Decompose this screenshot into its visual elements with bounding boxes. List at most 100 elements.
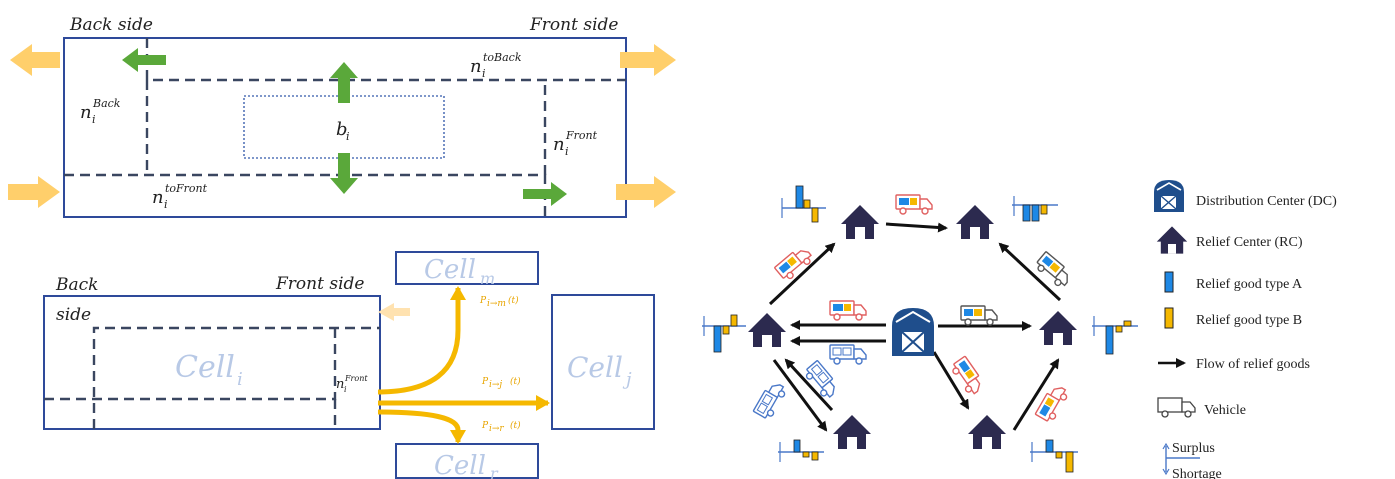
svg-text:Cell: Cell — [175, 350, 235, 385]
svg-text:n: n — [336, 377, 344, 392]
svg-text:i: i — [346, 130, 350, 143]
top-front-side-label: Front side — [529, 15, 618, 35]
top-panel: Back side Front side n i Back n i toBack… — [8, 15, 676, 218]
bottom-front-side-label: Front side — [275, 274, 364, 294]
svg-text:(t): (t) — [510, 420, 521, 431]
stock-chart-bottom-right — [1030, 439, 1078, 473]
stock-chart-top-right — [1012, 196, 1058, 222]
svg-text:P: P — [481, 421, 489, 431]
cell-i-label: Cell i — [175, 350, 243, 390]
n-front-bottom-label: n i Front — [336, 374, 368, 394]
svg-text:j: j — [622, 369, 632, 390]
svg-text:toFront: toFront — [165, 182, 208, 195]
relief-center-icon — [841, 205, 879, 239]
flow-arrow — [784, 358, 834, 412]
vehicle-icon — [773, 243, 815, 283]
n-back-label: n i Back — [80, 97, 121, 126]
flow-arrow — [932, 351, 970, 410]
flow-arrow — [1012, 358, 1060, 431]
stock-chart-bottom-left — [778, 439, 824, 462]
flow-arrow — [768, 242, 836, 306]
svg-text:Cell: Cell — [567, 351, 623, 384]
svg-text:n: n — [553, 134, 565, 155]
stock-chart-right — [1092, 316, 1138, 355]
yellow-arrow-out-front — [616, 176, 676, 208]
svg-text:n: n — [80, 102, 92, 123]
stock-chart-top-left — [781, 185, 826, 223]
flow-arrow — [772, 359, 828, 432]
svg-text:i: i — [164, 198, 168, 211]
vehicle-icon — [895, 194, 933, 215]
vehicle-icon — [960, 305, 998, 326]
bottom-side-label: side — [56, 305, 91, 325]
relief-center-icon — [968, 415, 1006, 449]
svg-text:toBack: toBack — [483, 51, 522, 64]
svg-text:r: r — [490, 464, 499, 479]
legend-shortage-label: Shortage — [1172, 467, 1222, 479]
p-ir-label: P i→r (t) — [481, 420, 521, 434]
green-arrow-up — [330, 62, 358, 103]
svg-text:Front: Front — [565, 129, 598, 142]
legend-type-a-label: Relief good type A — [1196, 277, 1303, 292]
cell-i-box — [43, 295, 381, 430]
vehicle-icon — [1033, 250, 1075, 290]
svg-text:Back: Back — [92, 97, 121, 110]
flow-to-cell-m — [377, 286, 466, 395]
vehicle-icon — [948, 355, 987, 398]
distribution-center-icon — [892, 308, 934, 356]
flow-to-cell-r — [377, 409, 466, 444]
legend-dc-icon — [1154, 180, 1184, 212]
yellow-arrow-in-front — [620, 44, 676, 76]
b-label: b i — [336, 119, 350, 143]
stock-chart-left — [702, 314, 746, 353]
bottom-back-label: Back — [55, 275, 98, 295]
cell-j-label: Cell j — [567, 351, 632, 390]
vehicle-icon — [752, 379, 789, 422]
svg-text:(t): (t) — [508, 295, 519, 306]
svg-text:i: i — [92, 113, 96, 126]
legend-vehicle-label: Vehicle — [1204, 403, 1246, 418]
p-im-label: P i→m (t) — [479, 295, 519, 309]
yellow-arrow-out-back — [10, 44, 60, 76]
relief-center-icon — [956, 205, 994, 239]
legend-type-a-icon — [1164, 271, 1174, 293]
vehicle-icon — [829, 300, 867, 321]
p-ij-label: P i→j (t) — [481, 376, 521, 390]
cell-r-box — [395, 443, 539, 479]
n-front-label: n i Front — [553, 129, 598, 158]
svg-text:n: n — [470, 56, 482, 77]
faint-arrow-in — [378, 303, 410, 321]
top-back-side-label: Back side — [69, 15, 153, 35]
svg-text:i→j: i→j — [489, 380, 502, 390]
n-tofront-label: n i toFront — [152, 182, 208, 211]
relief-center-icon — [1039, 311, 1077, 345]
legend-type-b-icon — [1164, 307, 1174, 329]
legend-rc-icon — [1156, 226, 1188, 254]
bottom-panel: Back side Front side Cell i Cell j Cell … — [43, 251, 655, 479]
green-arrow-to-back — [122, 48, 166, 72]
flow-arrow — [998, 242, 1062, 302]
legend-flow-label: Flow of relief goods — [1196, 357, 1310, 372]
svg-text:Cell: Cell — [434, 451, 486, 479]
legend-surplus-shortage-icon — [1162, 442, 1200, 476]
legend-surplus-label: Surplus — [1172, 441, 1215, 456]
svg-text:n: n — [152, 187, 164, 208]
svg-text:Front: Front — [344, 374, 368, 383]
svg-text:i: i — [482, 67, 486, 80]
legend-vehicle-icon — [1157, 397, 1196, 418]
svg-text:P: P — [481, 377, 489, 387]
cell-j-box — [551, 294, 655, 430]
svg-text:P: P — [479, 296, 487, 306]
legend-dc-label: Distribution Center (DC) — [1196, 194, 1337, 209]
back-boundary-dashed — [145, 38, 626, 82]
cell-m-label: Cell m — [424, 255, 495, 288]
legend-type-b-label: Relief good type B — [1196, 313, 1302, 328]
relief-center-icon — [833, 415, 871, 449]
vehicle-icon — [802, 359, 842, 401]
green-arrow-down — [330, 153, 358, 194]
vehicle-icon — [829, 344, 867, 365]
cell-r-label: Cell r — [434, 451, 499, 479]
svg-text:m: m — [480, 269, 495, 288]
yellow-arrow-in-back — [8, 176, 60, 208]
